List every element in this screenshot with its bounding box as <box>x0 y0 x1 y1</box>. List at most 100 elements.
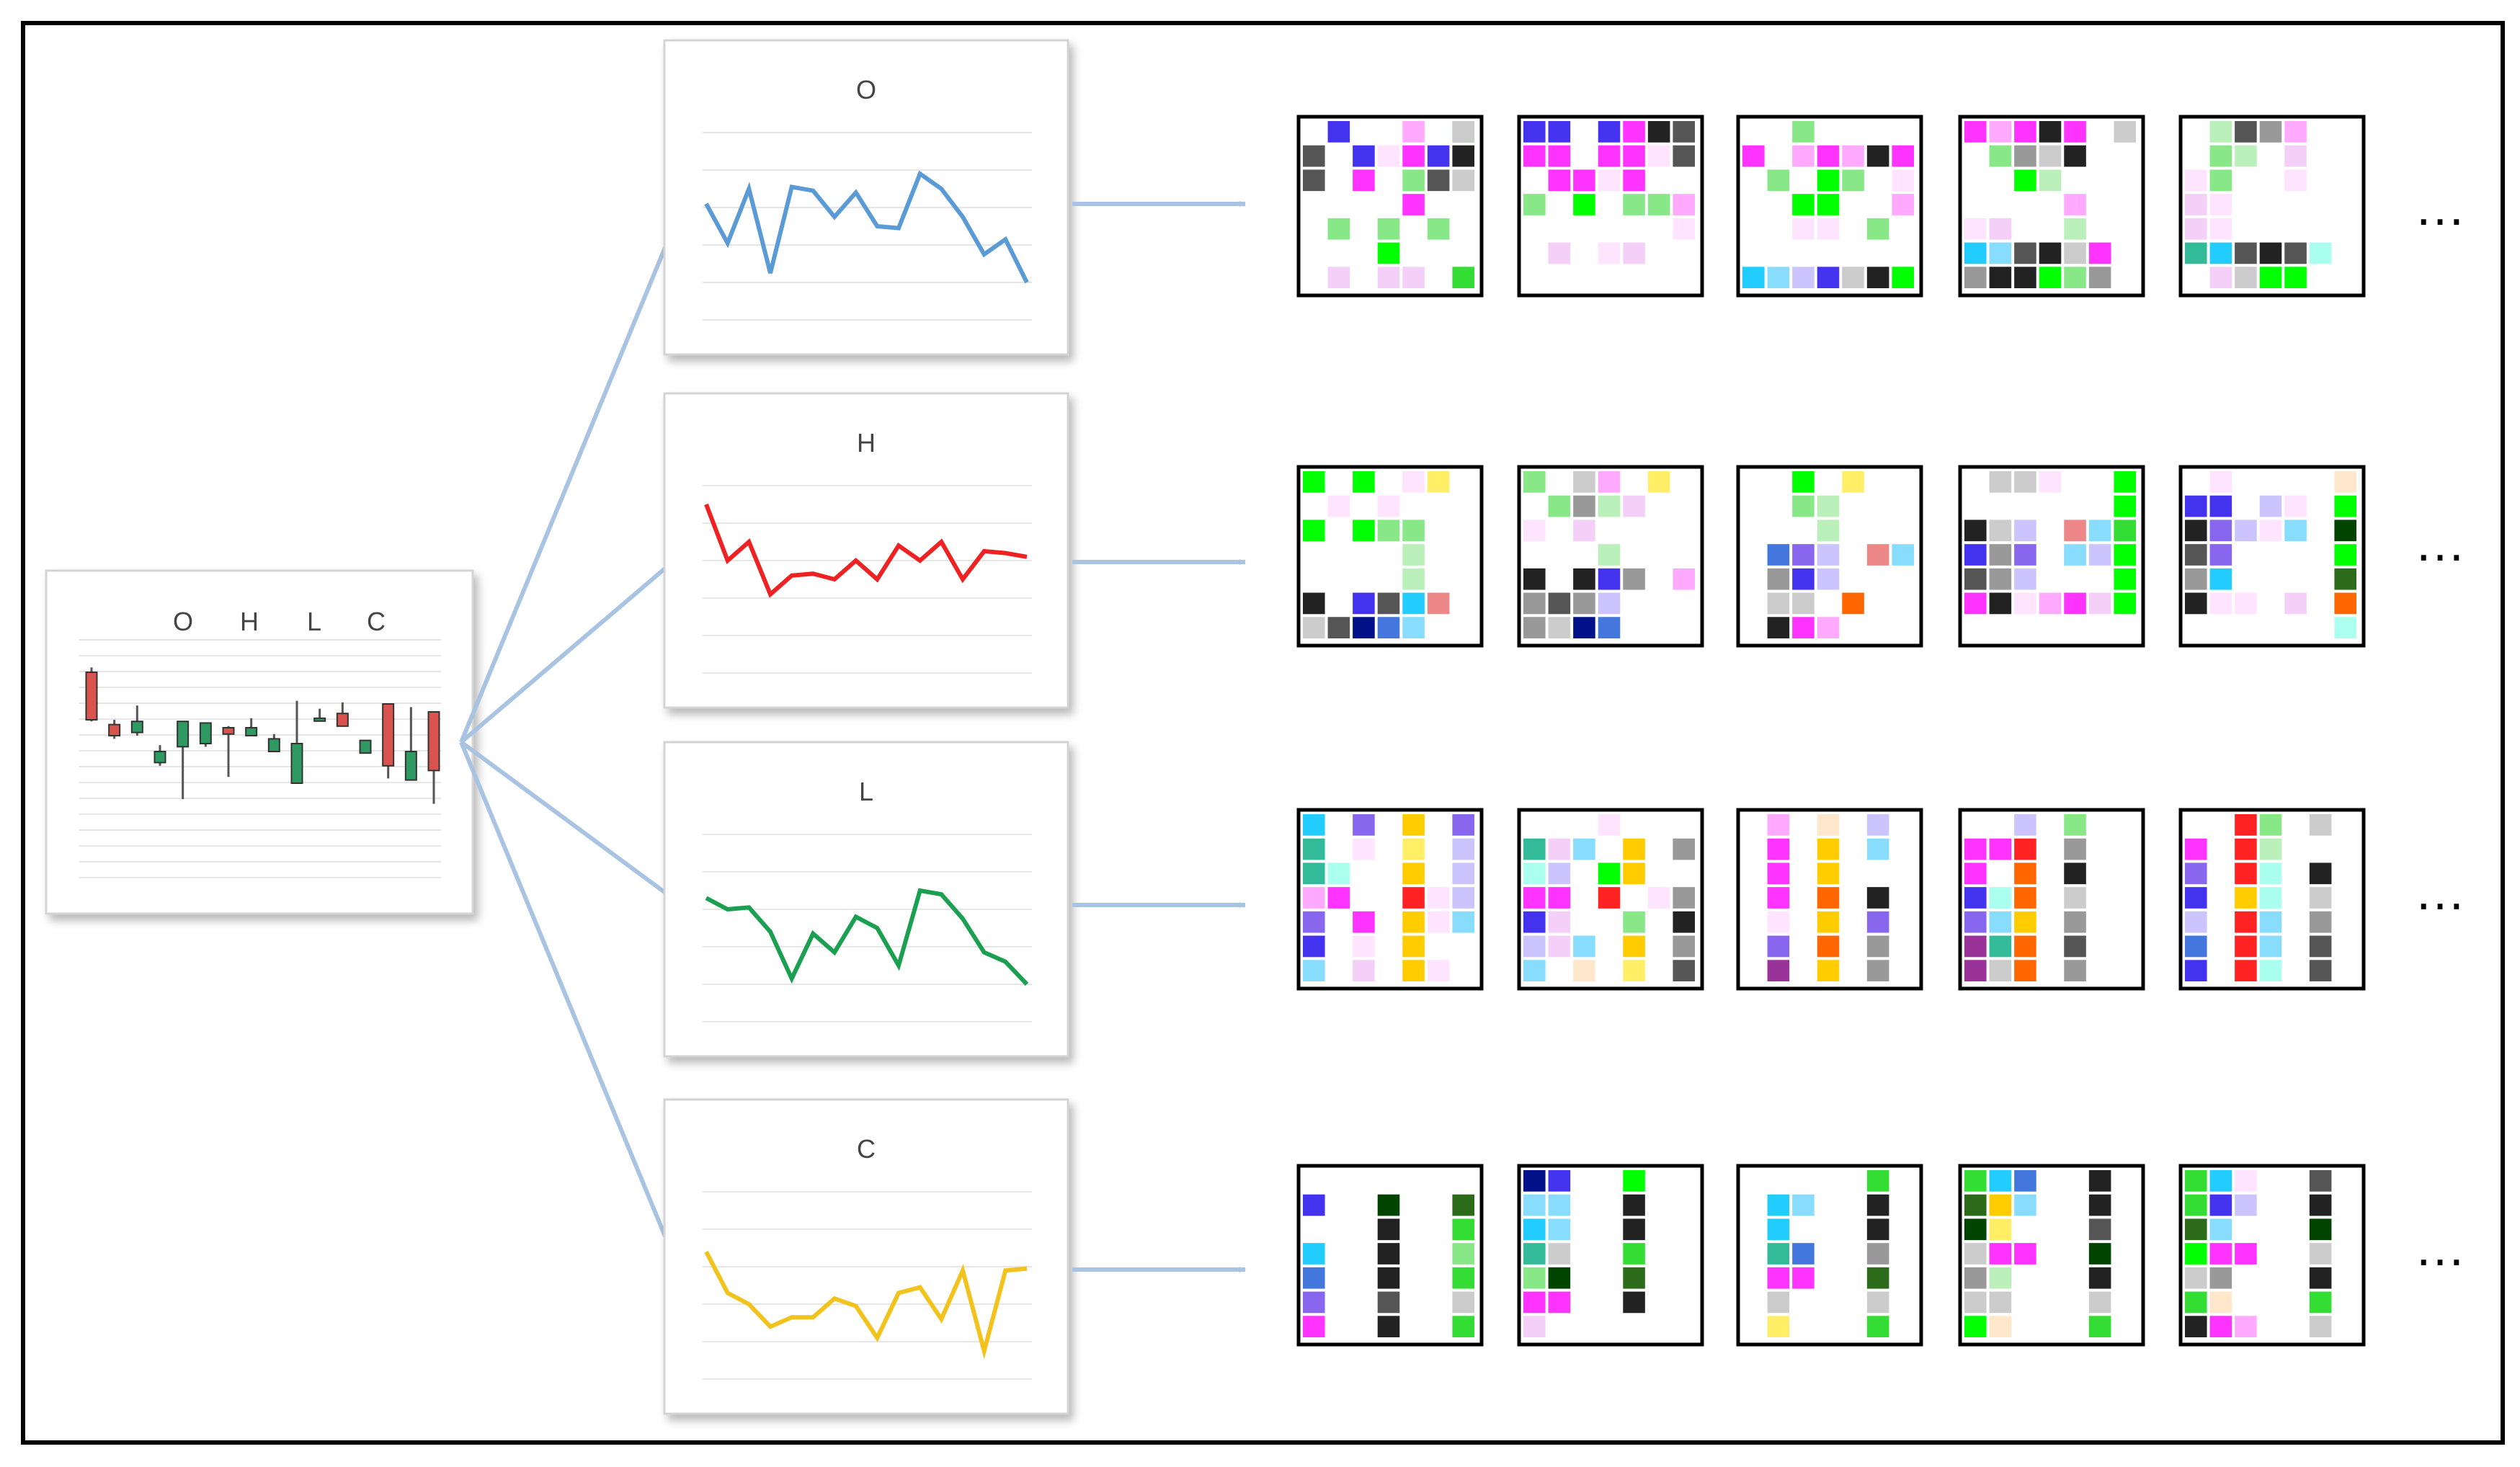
image-grid-cell <box>1402 887 1425 909</box>
image-grid-cell <box>1989 544 2012 566</box>
image-grid-cell <box>1623 935 1645 958</box>
image-grid-cell <box>1327 887 1350 909</box>
image-grid-cell <box>1523 960 1546 981</box>
image-grid-cell <box>1303 1267 1325 1289</box>
image-grid-cell <box>1623 862 1645 885</box>
image-grid-cell <box>1623 568 1645 590</box>
image-grid-cell <box>1427 145 1450 167</box>
image-grid-cell <box>2185 520 2207 542</box>
image-grid-cell <box>2185 242 2207 264</box>
image-grid-cell <box>1767 1291 1790 1314</box>
series-line-l <box>705 888 1029 986</box>
image-grid-r1-c1 <box>1296 115 1484 298</box>
image-grid-cell <box>1767 814 1790 836</box>
image-grid-cell <box>2209 592 2232 615</box>
image-grid-cell <box>1866 814 1889 836</box>
image-grid-cell <box>1673 887 1695 909</box>
image-grid-cell <box>1647 121 1670 143</box>
image-grid-r2-c1 <box>1296 465 1484 648</box>
series-line-o <box>704 170 1029 284</box>
image-grid-cell <box>1377 1243 1400 1265</box>
image-grid-cell <box>2309 1291 2332 1314</box>
image-grid-cell <box>1989 838 2012 860</box>
image-grid-cell <box>2235 520 2257 542</box>
image-grid-cell <box>1402 568 1425 590</box>
image-grid-r1-c4 <box>1958 115 2145 298</box>
image-grid-cell <box>1523 1170 1546 1192</box>
image-grid-cell <box>2185 194 2207 215</box>
image-grids <box>1296 115 2366 1347</box>
image-grid-cell <box>2209 495 2232 517</box>
image-grid-cell <box>1598 592 1621 615</box>
image-grid-cell <box>1964 218 1987 240</box>
image-grid-cell <box>1964 1267 1987 1289</box>
image-grid-cell <box>1866 1194 1889 1216</box>
image-grid-cell <box>1767 1194 1790 1216</box>
image-grid-cell <box>1523 911 1546 933</box>
image-grid-cell <box>1573 568 1595 590</box>
image-grid-cell <box>1353 911 1375 933</box>
image-grid-cell <box>1964 1291 1987 1314</box>
image-grid-cell <box>1548 1218 1571 1241</box>
image-grid-cell <box>2235 267 2257 288</box>
image-grid-cell <box>1523 1267 1546 1289</box>
image-grid-cell <box>2259 814 2282 836</box>
image-grid-cell <box>1792 495 1815 517</box>
image-grid-cell <box>2309 1316 2332 1337</box>
image-grid-cell <box>1673 121 1695 143</box>
image-grid-cell <box>1817 267 1840 288</box>
image-grid-cell <box>2309 935 2332 958</box>
series-panel-low: L <box>663 741 1069 1058</box>
image-grid-r1-c2 <box>1517 115 1704 298</box>
image-grid-cell <box>1377 218 1400 240</box>
image-grid-cell <box>1767 1316 1790 1337</box>
image-grid-cell <box>1523 838 1546 860</box>
image-grid-cell <box>1548 1194 1571 1216</box>
image-grid-cell <box>1377 1194 1400 1216</box>
image-grid-cell <box>2114 520 2136 542</box>
image-grid-cell <box>2185 935 2207 958</box>
image-grid-cell <box>1573 520 1595 542</box>
image-grid-cell <box>2309 1218 2332 1241</box>
image-grid-cell <box>1989 1316 2012 1337</box>
image-grid-cell <box>2209 242 2232 264</box>
image-grid-r4-c5 <box>2178 1164 2366 1347</box>
image-grid-cell <box>1598 568 1621 590</box>
image-grid-cell <box>1523 520 1546 542</box>
series-panel-title: O <box>856 75 876 104</box>
candle-body <box>153 751 166 764</box>
image-grid-cell <box>1817 814 1840 836</box>
image-grid-cell <box>2309 862 2332 885</box>
image-grid-cell <box>1892 169 1914 192</box>
ellipsis-row-4: … <box>2414 1219 2466 1277</box>
image-grid-cell <box>1452 1267 1474 1289</box>
image-grid-cell <box>1647 145 1670 167</box>
image-grid-cell <box>1989 1243 2012 1265</box>
image-grid-cell <box>1452 862 1474 885</box>
image-grid-cell <box>1327 218 1350 240</box>
image-grid-r2-c3 <box>1736 465 1923 648</box>
image-grid-cell <box>2185 1316 2207 1337</box>
image-grid-cell <box>1377 495 1400 517</box>
image-grid-cell <box>1598 495 1621 517</box>
image-grid-cell <box>1353 960 1375 981</box>
image-grid-cell <box>1792 121 1815 143</box>
image-grid-cell <box>1989 911 2012 933</box>
image-grid-cell <box>1989 960 2012 981</box>
image-grid-cell <box>1989 267 2012 288</box>
image-grid-r3-c3 <box>1736 808 1923 991</box>
image-grid-cell <box>1327 617 1350 638</box>
image-grid-cell <box>1377 617 1400 638</box>
image-grid-cell <box>1792 592 1815 615</box>
image-grid-cell <box>2309 887 2332 909</box>
series-line-c <box>704 1250 1028 1360</box>
image-grid-cell <box>1377 242 1400 264</box>
image-grid-cell <box>1866 267 1889 288</box>
image-grid-cell <box>1892 194 1914 215</box>
image-grid-cell <box>1866 935 1889 958</box>
image-grid-cell <box>2088 267 2111 288</box>
image-grid-cell <box>1767 568 1790 590</box>
image-grid-cell <box>1452 145 1474 167</box>
image-grid-cell <box>2064 145 2086 167</box>
image-grid-cell <box>2309 242 2332 264</box>
